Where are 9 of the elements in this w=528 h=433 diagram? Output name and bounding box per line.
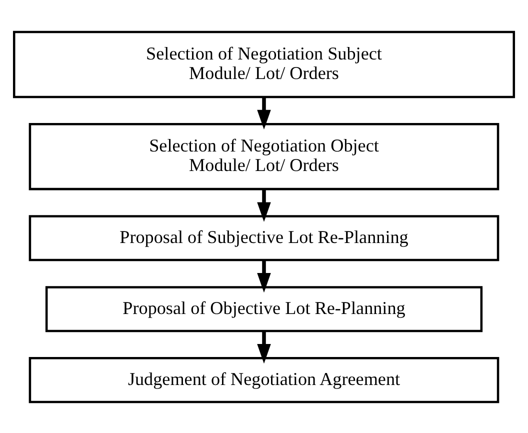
node-box: Proposal of Subjective Lot Re-Planning [28,214,500,261]
arrow [257,330,271,364]
node-box: Proposal of Objective Lot Re-Planning [45,286,483,332]
arrow [257,96,271,130]
node-box: Selection of Negotiation Subject Module/ Lot/ Orders [12,30,516,98]
arrow [257,260,271,292]
arrow [257,188,271,222]
node-box: Selection of Negotiation Object Module/ Lot/ Orders [28,122,500,190]
node-box: Judgement of Negotiation Agreement [28,356,500,403]
